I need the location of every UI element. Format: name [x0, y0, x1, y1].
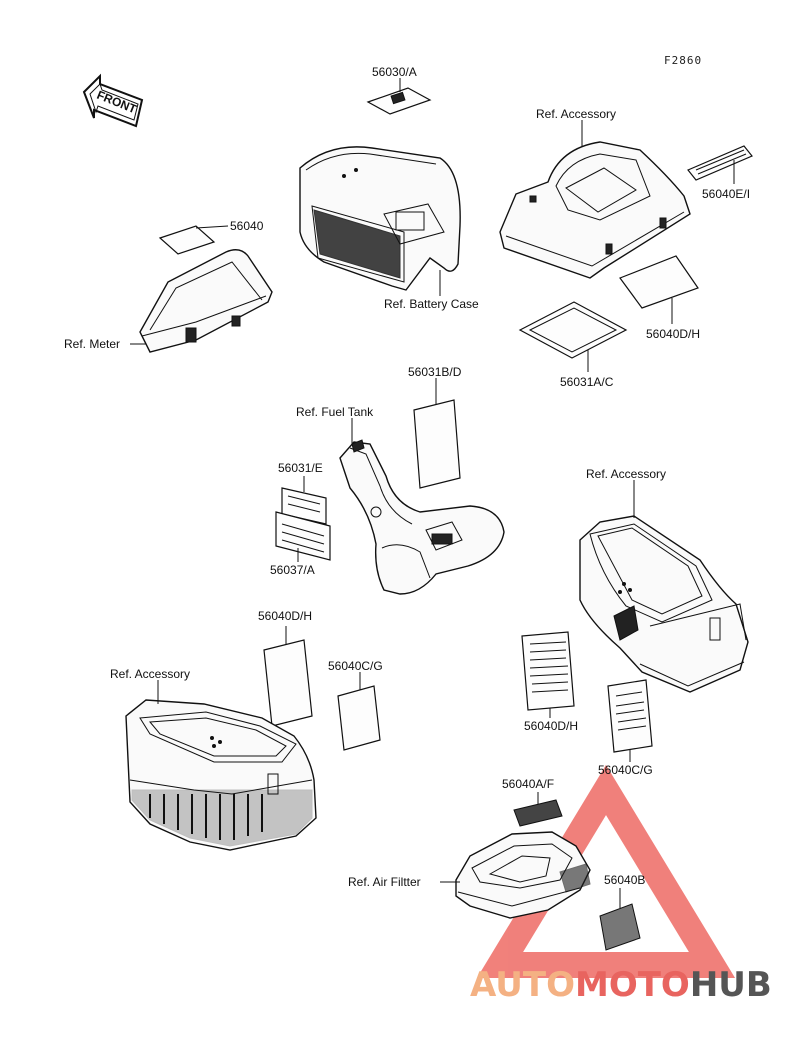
watermark-hub: HUB	[690, 965, 772, 1005]
label-56040: 56040	[230, 219, 264, 233]
label-56031ac: 56031A/C	[560, 375, 614, 389]
sticker-56040af	[513, 792, 563, 827]
label-56040dh-right: 56040D/H	[524, 719, 578, 733]
watermark-moto: MOTO	[575, 965, 690, 1005]
sticker-56040cg-right	[607, 679, 653, 762]
label-ref-accessory-right: Ref. Accessory	[586, 467, 666, 481]
sticker-56040dh-right	[521, 631, 575, 718]
label-ref-meter: Ref. Meter	[64, 337, 120, 351]
sticker-56040ei	[687, 145, 753, 184]
label-56030a: 56030/A	[372, 65, 417, 79]
label-56040dh-top: 56040D/H	[646, 327, 700, 341]
front-arrow-icon: FRONT	[82, 73, 144, 128]
sticker-56031bd	[413, 378, 461, 489]
sticker-56037a	[275, 511, 331, 562]
sticker-56030a	[366, 78, 432, 115]
label-battery-case: Ref. Battery Case	[384, 297, 479, 311]
sticker-56031e	[281, 476, 327, 525]
label-56031bd: 56031B/D	[408, 365, 462, 379]
sticker-56040dh-mid	[263, 626, 313, 727]
label-56040b: 56040B	[604, 873, 645, 887]
label-56040cg-right: 56040C/G	[598, 763, 653, 777]
figure-code: F2860	[664, 54, 702, 67]
accessory-left	[125, 680, 317, 851]
accessory-top	[499, 120, 691, 279]
label-ref-accessory-left: Ref. Accessory	[110, 667, 190, 681]
meter-cover	[130, 249, 273, 353]
accessory-right	[579, 480, 749, 693]
sticker-56040dh-top	[619, 255, 699, 324]
label-ref-air-filter: Ref. Air Filtter	[348, 875, 421, 889]
label-56040dh-mid: 56040D/H	[258, 609, 312, 623]
label-56031e: 56031/E	[278, 461, 323, 475]
label-56037a: 56037/A	[270, 563, 315, 577]
air-filter	[440, 831, 591, 919]
fuel-tank	[339, 418, 505, 595]
svg-text:AUTOMOTOHUB: AUTOMOTOHUB	[470, 965, 772, 1005]
battery-case	[299, 146, 461, 296]
sticker-56040	[158, 225, 229, 255]
label-ref-accessory-top: Ref. Accessory	[536, 107, 616, 121]
label-56040af: 56040A/F	[502, 777, 554, 791]
watermark-auto: AUTO	[470, 965, 575, 1005]
watermark-logo: AUTOMOTOHUB	[470, 965, 772, 1005]
sticker-56031ac	[518, 301, 628, 372]
sticker-56040cg-mid	[337, 672, 381, 751]
sticker-56040b	[599, 888, 641, 951]
label-ref-fuel-tank: Ref. Fuel Tank	[296, 405, 374, 419]
label-56040ei: 56040E/I	[702, 187, 750, 201]
label-56040cg-mid: 56040C/G	[328, 659, 383, 673]
